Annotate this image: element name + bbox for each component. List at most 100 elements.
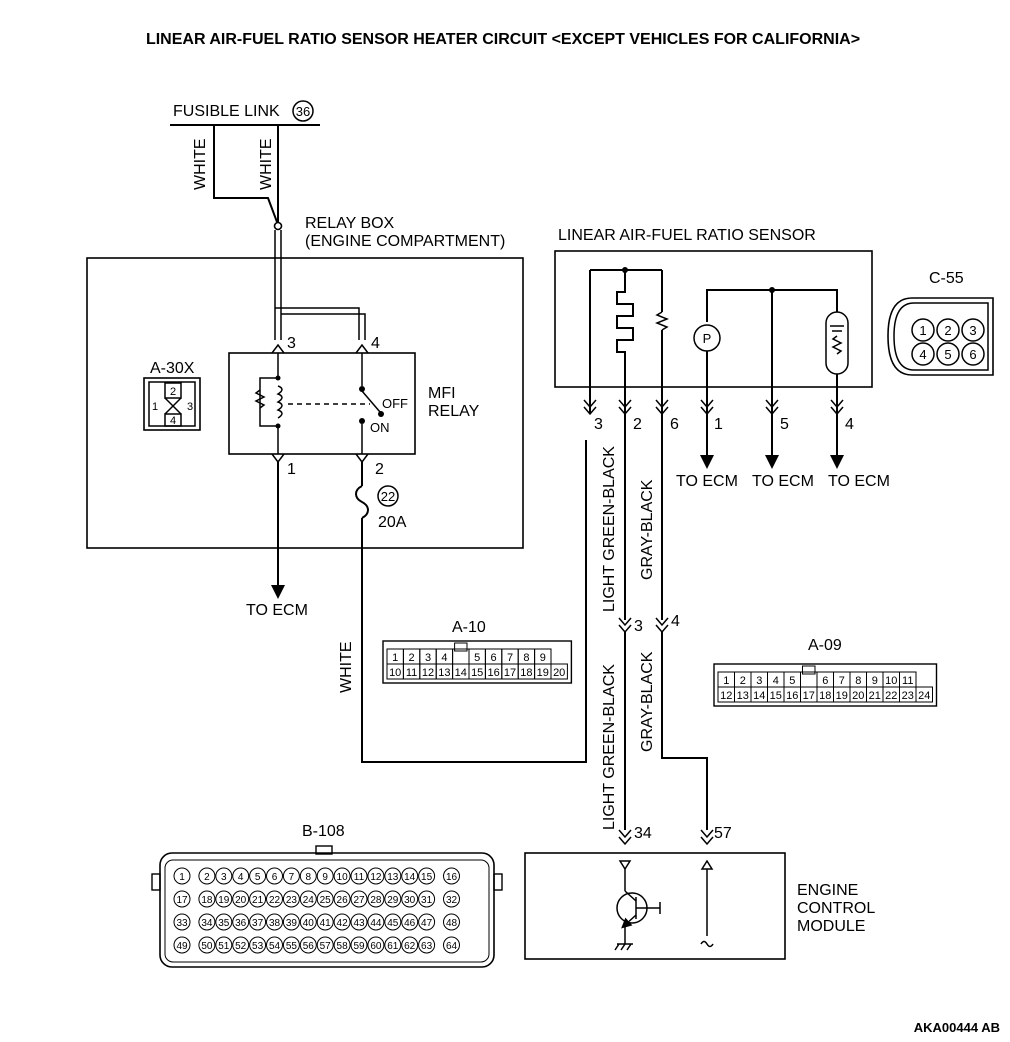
relay-switch-on-label: ON xyxy=(370,420,390,435)
ground-icon xyxy=(614,943,633,951)
fuse-number: 22 xyxy=(381,489,395,504)
connector-symbol xyxy=(271,343,285,354)
wire-label-gray-black-upper: GRAY-BLACK xyxy=(639,479,656,580)
connector-pin xyxy=(350,867,368,885)
connector-pin-number: 10 xyxy=(337,872,349,883)
connector-pin-number: 21 xyxy=(869,690,881,702)
connector-pin xyxy=(401,890,419,908)
connector-pin-number: 52 xyxy=(235,941,247,952)
connector-pin-number: 23 xyxy=(902,690,914,702)
connector-pin-number: 6 xyxy=(491,652,497,664)
connector-pin-number: 4 xyxy=(773,675,779,687)
connector-pin-number: 1 xyxy=(392,652,398,664)
connector-pin xyxy=(401,936,419,954)
connector-pin-number: 20 xyxy=(852,690,864,702)
connector-pin xyxy=(418,867,436,885)
fuse-icon xyxy=(355,485,369,519)
connector-pin xyxy=(316,913,334,931)
connector-pin xyxy=(316,936,334,954)
relay-coil-icon xyxy=(276,385,283,419)
connector-pin-number: 17 xyxy=(803,690,815,702)
connector-a30x-pin-cell xyxy=(164,413,182,427)
ecm-transistor-collector xyxy=(624,890,637,902)
connector-pin xyxy=(198,867,216,885)
connector-pin-number: 21 xyxy=(252,895,264,906)
connector-pin-number: 20 xyxy=(553,667,565,679)
connector-pin-number: 29 xyxy=(387,895,399,906)
connector-a30x-pin-cell xyxy=(164,382,182,399)
connector-pin-number: 58 xyxy=(337,941,349,952)
ecm-body xyxy=(524,852,786,960)
connector-pin-number: 27 xyxy=(353,895,365,906)
connector-pin-number: 2 xyxy=(204,872,210,883)
connector-pin xyxy=(333,913,351,931)
wire-gray-black-lower xyxy=(661,632,708,830)
connector-pin-number: 8 xyxy=(306,872,312,883)
connector-pin xyxy=(299,913,317,931)
relay-switch-off-contact xyxy=(359,386,365,392)
sensor-to-ecm-label-3: TO ECM xyxy=(828,473,890,490)
connector-pin-number: 9 xyxy=(872,675,878,687)
connector-symbol xyxy=(618,829,632,846)
connector-pin-number: 24 xyxy=(303,895,315,906)
connector-c55-body xyxy=(887,297,994,376)
connector-pin-number: 15 xyxy=(471,667,483,679)
connector-pin-number: 63 xyxy=(421,941,433,952)
connector-pin-number: 6 xyxy=(272,872,278,883)
connector-pin xyxy=(333,890,351,908)
sensor-label: LINEAR AIR-FUEL RATIO SENSOR xyxy=(558,227,816,244)
connector-pin-number: 10 xyxy=(389,667,401,679)
connector-pin-number: 16 xyxy=(487,667,499,679)
connector-latch xyxy=(802,665,816,675)
connector-pin-number: 25 xyxy=(320,895,332,906)
connector-pin-number: 18 xyxy=(520,667,532,679)
connector-pin-number: 9 xyxy=(540,652,546,664)
connector-pin-number: 17 xyxy=(504,667,516,679)
sensor-resistor-icon xyxy=(654,311,670,331)
relay-switch-pivot xyxy=(378,411,384,417)
connector-pin xyxy=(443,936,460,954)
connector-pin xyxy=(418,913,436,931)
connector-pin xyxy=(282,867,300,885)
connector-pin-number: 19 xyxy=(537,667,549,679)
mfi-relay-pin-3: 3 xyxy=(287,335,296,352)
connector-pin-number: 5 xyxy=(789,675,795,687)
connector-pin xyxy=(215,890,233,908)
connector-a09-name: A-09 xyxy=(808,637,842,654)
connector-pin xyxy=(418,890,436,908)
connector-pin-number: 5 xyxy=(255,872,261,883)
wire-white-to-joint xyxy=(361,440,587,763)
connector-pin-number: 22 xyxy=(885,690,897,702)
connector-symbol xyxy=(271,453,285,464)
connector-pin xyxy=(384,867,402,885)
connector-pin-number: 53 xyxy=(252,941,264,952)
connector-pin xyxy=(249,867,267,885)
relay-coil-bypass xyxy=(259,377,278,427)
connector-pin xyxy=(198,890,216,908)
connector-pin xyxy=(232,913,250,931)
connector-pin-number: 40 xyxy=(303,918,315,929)
wire-label-light-green-black-lower: LIGHT GREEN-BLACK xyxy=(601,664,618,830)
connector-pin-cell xyxy=(915,686,933,703)
ecm-pin-34: 34 xyxy=(634,825,652,842)
connector-pin xyxy=(401,913,419,931)
connector-pin xyxy=(316,867,334,885)
sensor-nernst-resistor xyxy=(831,335,843,355)
connector-pin-number: 45 xyxy=(387,918,399,929)
connector-pin-number: 32 xyxy=(446,895,458,906)
connector-a30x-pin: 1 xyxy=(152,401,158,413)
connector-pin-number: 16 xyxy=(786,690,798,702)
connector-pin xyxy=(232,936,250,954)
connector-pin-number: 56 xyxy=(303,941,315,952)
connector-pin-number: 12 xyxy=(720,690,732,702)
relay-to-ecm-label: TO ECM xyxy=(246,602,308,619)
sensor-pin-2: 2 xyxy=(633,416,642,433)
connector-pin-number: 26 xyxy=(337,895,349,906)
fusible-link-number-circle xyxy=(292,100,314,122)
connector-pin-number: 4 xyxy=(238,872,244,883)
connector-pin xyxy=(249,890,267,908)
connector-symbol xyxy=(355,453,369,464)
connector-pin-number: 35 xyxy=(218,918,230,929)
connector-pin-number: 13 xyxy=(438,667,450,679)
